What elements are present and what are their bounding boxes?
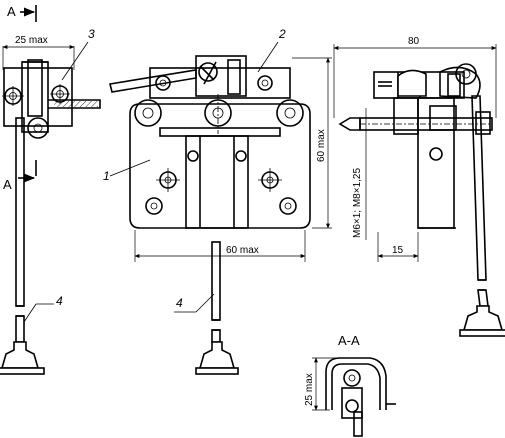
dim-right-offset: 15 [377, 232, 419, 262]
dim-right-offset-text: 15 [392, 245, 404, 256]
dim-left-width-text: 25 max [15, 35, 48, 46]
section-mark-side: A [3, 177, 12, 192]
dim-thread-text: M6×1; M8×1,25 [352, 168, 363, 238]
section-title: A-A [338, 333, 360, 348]
dim-section-height: 25 max [304, 357, 336, 411]
dim-center-height-text: 60 max [316, 129, 327, 162]
center-view: 2 [103, 27, 332, 375]
dim-overall-width-text: 80 [408, 36, 420, 47]
left-view: A 25 max 3 [0, 4, 101, 375]
dim-section-height-text: 25 max [304, 373, 315, 406]
dim-left-width: 25 max [2, 35, 75, 70]
right-view: 80 M6×1; M8×1,25 [333, 36, 505, 337]
dim-center-width-text: 60 max [226, 245, 259, 256]
dim-overall-width: 80 [333, 36, 497, 118]
part-4-center-label: 4 [176, 296, 183, 310]
dim-thread: M6×1; M8×1,25 [352, 108, 370, 240]
part-1-label: 1 [103, 169, 110, 183]
section-mark-top: A [7, 4, 16, 19]
part-4-left-label: 4 [56, 294, 63, 308]
part-2-label: 2 [278, 27, 286, 41]
dim-center-height: 60 max [292, 57, 332, 229]
part-3-label: 3 [88, 27, 95, 41]
section-a-a: A-A 25 max [304, 333, 396, 437]
